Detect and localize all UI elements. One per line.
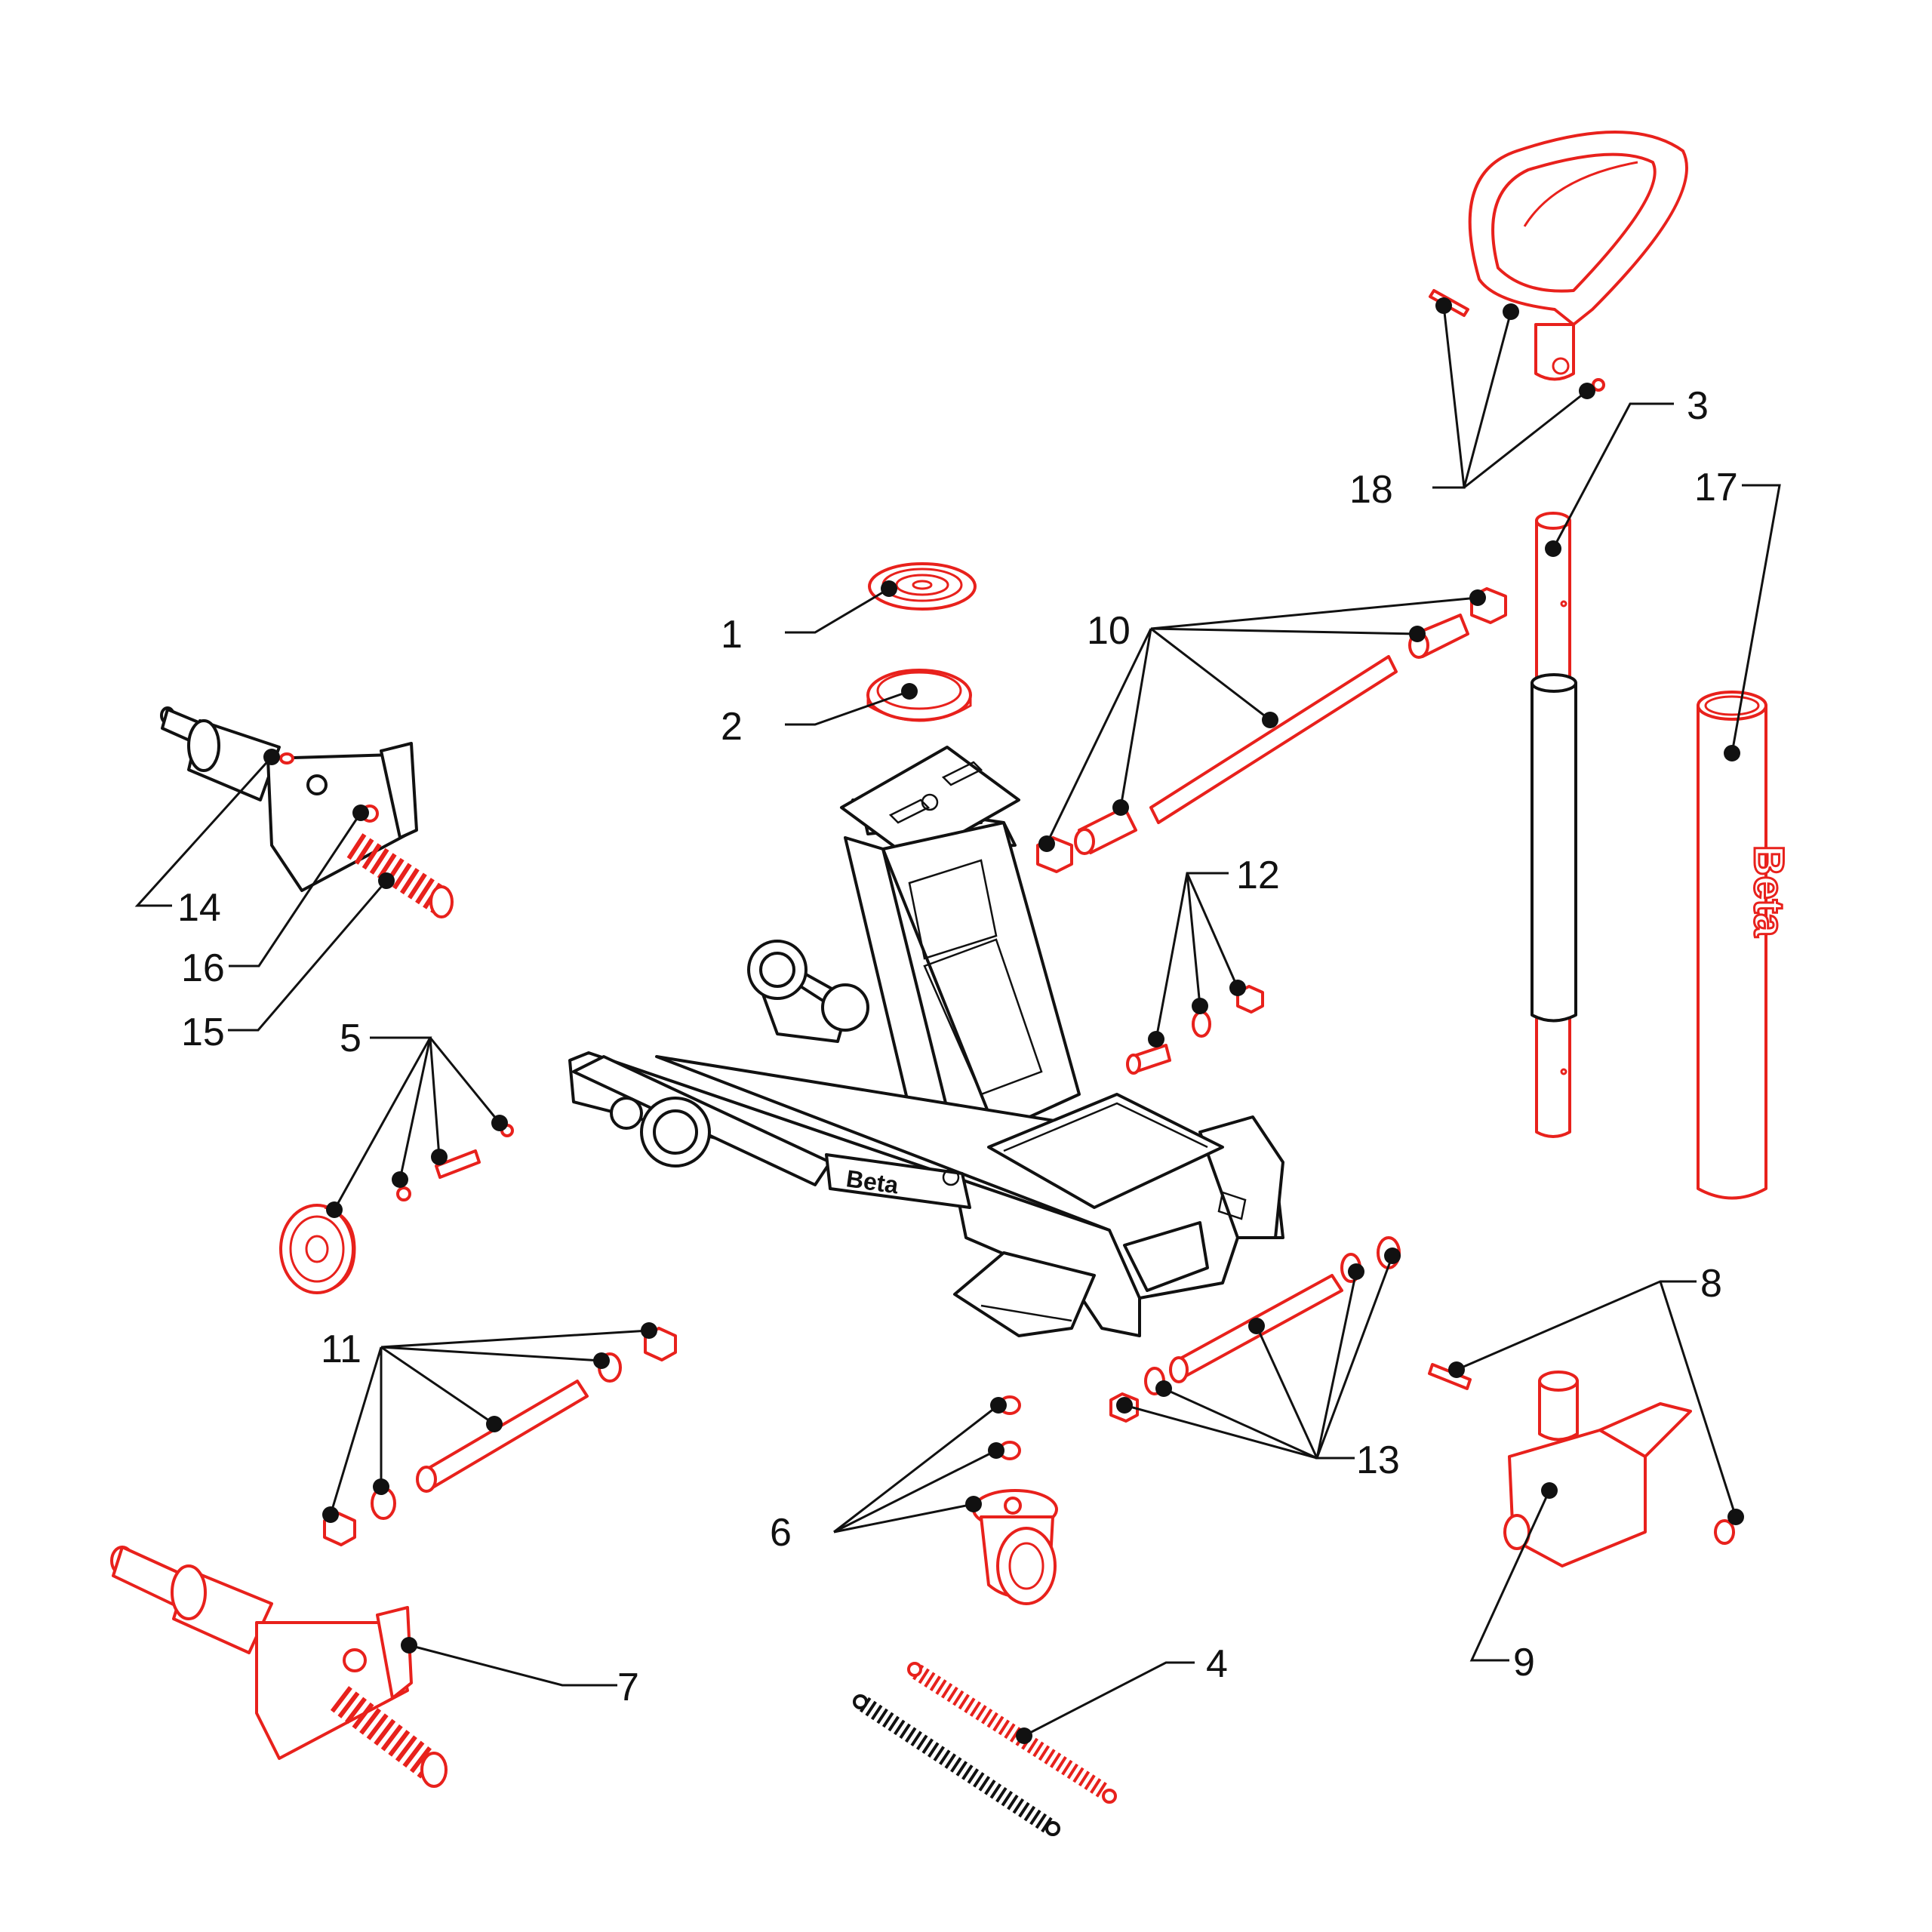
dot-16 [352,804,369,821]
callout-14: 14 [177,886,221,930]
part-3-handle-tube [1531,512,1577,1138]
dot-10a [1469,589,1486,606]
callout-5: 5 [340,1017,361,1060]
part-1-saddle-pad [868,562,977,611]
dot-13c [1248,1318,1265,1334]
callout-labels: 1 2 3 4 5 6 7 8 9 10 11 12 13 14 15 16 1… [177,384,1738,1709]
dot-9 [1541,1482,1558,1499]
dot-11e [322,1506,339,1523]
callout-8: 8 [1700,1262,1722,1306]
dot-8b [1727,1509,1744,1525]
callout-3: 3 [1687,384,1709,428]
dot-18b [1503,303,1519,320]
dot-5a [326,1201,343,1218]
part-8-9-release-valve [1428,1363,1735,1567]
leader-lines [134,305,1781,1737]
dot-18c [1579,383,1595,399]
dot-2 [901,683,918,700]
callout-16: 16 [181,946,225,990]
part-5-front-wheel [279,1124,514,1294]
dot-11c [486,1416,503,1432]
handle-logo-text: Beta [1746,845,1793,937]
callout-1: 1 [721,613,743,657]
dot-8a [1448,1361,1465,1378]
dot-6c [965,1496,982,1512]
dot-11b [593,1352,610,1369]
dot-10e [1038,835,1055,852]
dot-3 [1545,540,1561,557]
dot-7 [401,1637,417,1654]
callout-10: 10 [1087,609,1131,653]
dot-17 [1724,745,1740,761]
dot-13b [1348,1263,1364,1280]
dot-1 [881,580,897,597]
dot-14 [263,749,280,765]
dot-10c [1262,712,1278,728]
callout-11: 11 [321,1327,361,1371]
callout-17: 17 [1694,466,1738,509]
dot-11d [373,1478,389,1495]
callout-9: 9 [1513,1641,1535,1684]
callout-6: 6 [770,1511,792,1555]
dot-13e [1116,1397,1133,1414]
part-18-handle-grip [1429,131,1688,392]
callout-15: 15 [181,1011,225,1054]
part-4-springs [853,1662,1117,1836]
dot-15 [378,872,395,889]
part-14-15-16-pump-assembly [160,706,454,918]
dot-6b [988,1442,1004,1459]
callout-13: 13 [1356,1438,1400,1482]
part-2-saddle-ring [866,669,972,722]
part-6-caster-wheel [972,1395,1058,1605]
dot-13a [1384,1247,1401,1264]
callout-2: 2 [721,705,743,749]
dot-12b [1192,998,1208,1014]
callout-7: 7 [617,1666,639,1709]
callout-4: 4 [1206,1642,1228,1686]
dot-10d [1112,799,1129,816]
callout-18: 18 [1349,468,1393,512]
dot-5d [491,1115,508,1131]
leader-dots [263,297,1744,1744]
dot-4 [1016,1727,1032,1744]
dot-6a [990,1397,1007,1414]
part-7-pump-unit [110,1546,448,1788]
dot-13d [1155,1380,1172,1397]
dot-18a [1435,297,1452,314]
jack-frame: Beta [568,746,1284,1337]
dot-5b [392,1171,408,1188]
dot-10b [1409,626,1426,642]
dot-12c [1229,980,1246,996]
part-17-outer-tube: Beta [1697,691,1795,1200]
dot-11a [641,1322,657,1339]
dot-5c [431,1149,448,1165]
callout-12: 12 [1236,854,1280,897]
dot-12a [1148,1031,1164,1048]
